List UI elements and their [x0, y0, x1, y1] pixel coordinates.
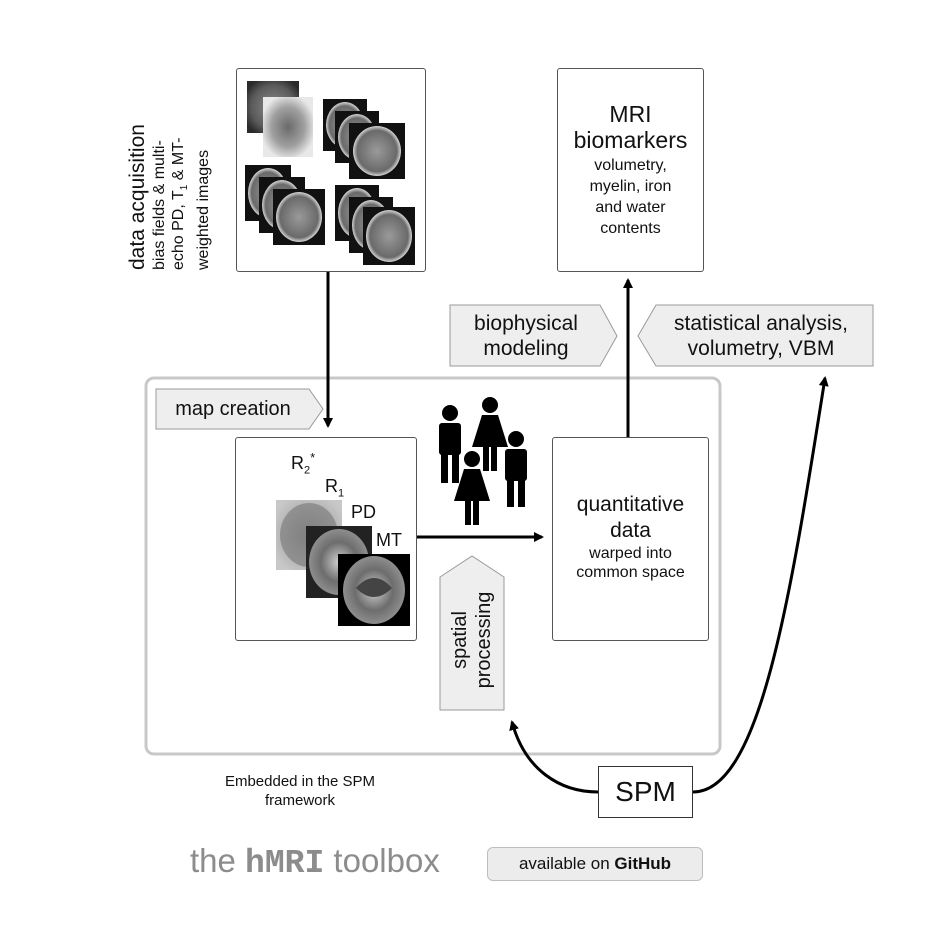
pd-label: PD	[351, 502, 377, 522]
acquisition-box	[236, 68, 426, 272]
spm-label: SPM	[615, 776, 676, 807]
quantitative-detail-line1: warped into	[589, 545, 672, 562]
toolbox-title: the hMRI toolbox	[190, 842, 440, 882]
people-icon	[439, 397, 527, 525]
github-prefix: available on	[518, 854, 615, 873]
embedded-label: Embedded in the SPM framework	[224, 773, 376, 809]
acquisition-line2: echo PD, T1 & MT-	[170, 137, 191, 270]
quantitative-maps-image	[276, 500, 410, 626]
statistical-analysis-tag: statistical analysis, volumetry, VBM	[674, 312, 848, 360]
brain-scan-icon	[245, 81, 415, 265]
r2star-label: R2*	[291, 450, 316, 477]
github-name: GitHub	[614, 854, 672, 873]
biomarkers-detail: volumetry, myelin, iron and water conten…	[589, 157, 672, 237]
acquisition-label: data acquisition bias fields & multi- ec…	[126, 70, 226, 270]
quantitative-title-line2: data	[610, 519, 651, 542]
spm-framework-frame	[144, 376, 722, 756]
maps-box: R2* R1 PD MT	[235, 437, 417, 641]
quantitative-detail-line2: common space	[576, 564, 685, 581]
r1-label: R1	[325, 476, 345, 500]
arrow-spm-to-spatial	[509, 720, 599, 794]
spatial-processing-tag: spatial processing	[449, 591, 495, 689]
spatial-tag-shape	[439, 555, 505, 711]
acquisition-line1: bias fields & multi-	[151, 140, 168, 270]
spm-box: SPM	[598, 766, 693, 818]
biophysical-modeling-tag: biophysical modeling	[474, 312, 578, 360]
github-button[interactable]: available on GitHub	[487, 847, 703, 881]
biomarkers-title-line2: biomarkers	[573, 127, 688, 153]
biomarkers-title-line1: MRI	[609, 101, 652, 127]
quantitative-title-line1: quantitative	[576, 493, 685, 516]
acquisition-line3: weighted images	[195, 149, 213, 270]
mt-label: MT	[376, 530, 402, 550]
biophysical-tag-shape	[449, 304, 618, 367]
acquisition-title: data acquisition	[126, 124, 149, 270]
map-creation-tag-shape	[155, 388, 324, 430]
biomarkers-box: MRI biomarkers volumetry, myelin, iron a…	[557, 68, 704, 272]
arrow-spm-to-statistical	[692, 376, 829, 794]
quantitative-box: quantitative data warped into common spa…	[552, 437, 709, 641]
map-creation-tag: map creation	[175, 397, 291, 420]
statistical-tag-shape	[637, 304, 874, 367]
